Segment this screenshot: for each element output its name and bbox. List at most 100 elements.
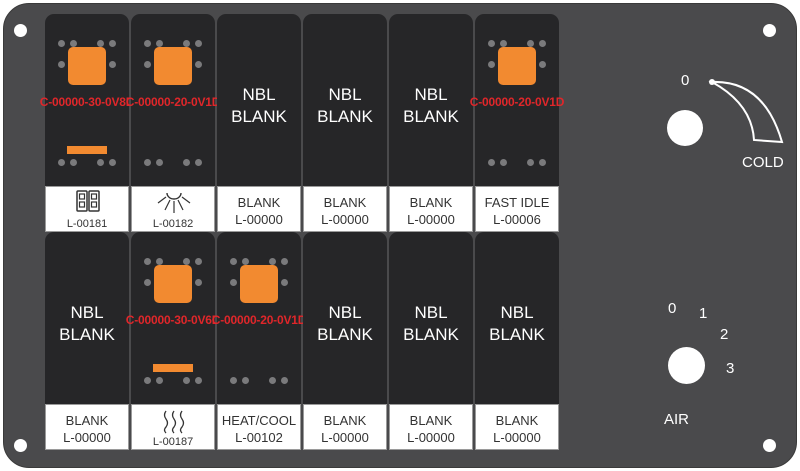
legend-label: BLANK L-00000 [303,186,387,232]
contact-dot-left [144,279,151,286]
contact-dots-top [144,40,202,48]
legend-label: BLANK L-00000 [475,404,559,450]
legend-text: BLANK [409,413,453,428]
legend-label: BLANK L-00000 [217,186,301,232]
legend-text: BLANK [323,195,367,210]
part-number: C-00000-20-0V1D [125,95,221,109]
legend-text: BLANK [409,195,453,210]
mount-hole-bottom-right [763,439,776,452]
mount-hole-top-left [14,24,27,37]
switch-bottom-3[interactable]: C-00000-20-0V1D HEAT/COOL L-00102 [212,232,306,450]
legend-label: L-00187 [131,404,215,450]
legend-text: BLANK [237,195,281,210]
switch-top-2[interactable]: C-00000-20-0V1D L-00182 [126,14,220,232]
contact-dots-bottom [230,377,288,385]
switch-bottom-2[interactable]: C-00000-30-0V6D L-00187 [126,232,220,450]
legend-code: L-00000 [235,212,283,227]
switch-top-1[interactable]: C-00000-30-0V8D L-00181 [40,14,134,232]
contact-dot-right [195,279,202,286]
cold-label: COLD [742,154,784,171]
part-number: C-00000-30-0V8D [39,95,135,109]
legend-code: L-00000 [321,212,369,227]
contact-dot-left [58,61,65,68]
legend-code: L-00102 [235,430,283,445]
contact-dots-bottom [58,159,116,167]
rocker-switch[interactable]: C-00000-20-0V1D [470,14,564,186]
legend-text: BLANK [495,413,539,428]
legend-text: BLANK [323,413,367,428]
indicator-bar [153,364,193,372]
legend-text: FAST IDLE [484,195,550,210]
contact-dot-left [488,61,495,68]
cold-range-icon [708,79,784,144]
heat-waves-icon [163,410,185,434]
part-number: C-00000-30-0V6D [125,313,221,327]
mount-hole-top-right [763,24,776,37]
legend-code: L-00000 [321,430,369,445]
light-icon [157,192,191,213]
contact-dots-top [144,258,202,266]
legend-label: L-00182 [131,186,215,232]
switch-lens [154,265,192,303]
switch-top-6[interactable]: C-00000-20-0V1D FAST IDLE L-00006 [470,14,564,232]
indicator-bar [67,146,107,154]
legend-label: FAST IDLE L-00006 [475,186,559,232]
rocker-switch[interactable]: C-00000-30-0V8D [40,14,134,186]
dual-lamp-icon [76,190,100,212]
legend-code: L-00000 [63,430,111,445]
legend-code: L-00187 [152,436,194,448]
rocker-switch[interactable]: C-00000-20-0V1D [126,14,220,186]
rocker-switch[interactable]: C-00000-20-0V1D [212,232,306,404]
switch-lens [498,47,536,85]
contact-dots-top [58,40,116,48]
contact-dots-top [488,40,546,48]
rocker-switch[interactable]: C-00000-30-0V6D [126,232,220,404]
contact-dot-right [195,61,202,68]
legend-code: L-00000 [493,430,541,445]
contact-dots-top [230,258,288,266]
contact-dot-right [539,61,546,68]
contact-dots-bottom [488,159,546,167]
mount-hole-bottom-left [14,439,27,452]
contact-dot-left [230,279,237,286]
contact-dots-bottom [144,377,202,385]
temp-knob[interactable] [667,110,703,146]
control-panel: C-00000-30-0V8D L-00181 C-00000-20-0V1D [3,3,797,468]
part-number: C-00000-20-0V1D [211,313,307,327]
legend-code: L-00181 [66,218,108,230]
switch-lens [154,47,192,85]
contact-dot-right [281,279,288,286]
air-level-1: 1 [699,305,708,322]
legend-text: HEAT/COOL [221,413,297,428]
contact-dots-bottom [144,159,202,167]
legend-label: BLANK L-00000 [389,186,473,232]
legend-label: HEAT/COOL L-00102 [217,404,301,450]
air-level-3: 3 [726,360,735,377]
air-label: AIR [664,411,690,428]
air-level-0: 0 [668,300,677,317]
legend-code: L-00000 [407,430,455,445]
air-knob[interactable] [668,347,705,384]
air-level-2: 2 [720,326,729,343]
legend-code: L-00182 [152,218,194,230]
